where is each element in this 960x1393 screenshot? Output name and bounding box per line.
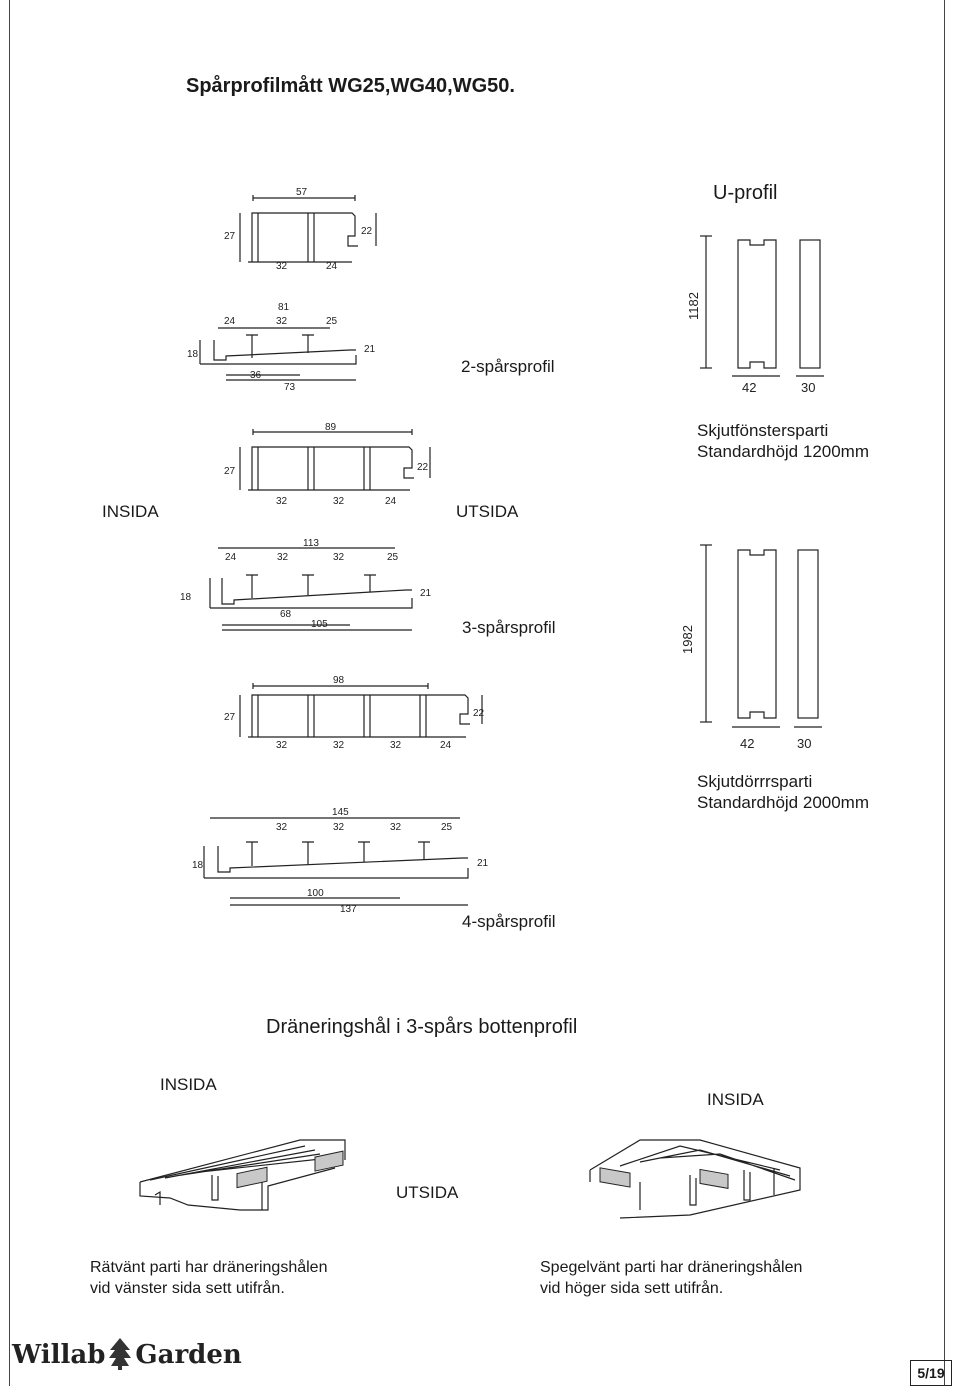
dim-label: 68	[280, 609, 292, 620]
page-frame	[9, 0, 945, 1386]
door-height-label: 1982	[680, 625, 695, 654]
drain-hole-right-2	[699, 1168, 729, 1189]
drain-hole-left-1	[236, 1166, 268, 1189]
two-track-bottom-profile	[199, 327, 357, 381]
uprofile-window-drawing	[700, 235, 824, 377]
dim-label: 22	[361, 226, 373, 237]
left-note-line-2: vid vänster sida sett utifrån.	[90, 1280, 285, 1297]
left-note-line-1: Rätvänt parti har dräneringshålen	[90, 1259, 328, 1276]
dim-label: 32	[390, 822, 402, 833]
dim-label: 24	[326, 261, 338, 272]
tree-icon	[109, 1338, 132, 1370]
dim-label: 27	[224, 231, 236, 242]
dim-label: 100	[307, 888, 324, 899]
four-track-top-profile	[239, 683, 483, 738]
window-width-1: 42	[742, 380, 756, 395]
four-track-bottom-profile	[203, 817, 469, 906]
dim-label: 32	[276, 496, 288, 507]
drainage-utsida: UTSIDA	[396, 1183, 459, 1202]
drain-hole-left-2	[314, 1150, 344, 1172]
dim-label: 32	[277, 552, 289, 563]
utsida-label: UTSIDA	[456, 502, 519, 521]
drainage-left-insida: INSIDA	[160, 1075, 217, 1094]
dim-label: 18	[187, 349, 199, 360]
dim-label: 89	[325, 422, 337, 433]
dim-label: 22	[417, 462, 429, 473]
dim-label: 27	[224, 466, 236, 477]
dim-label: 25	[441, 822, 453, 833]
dim-label: 57	[296, 187, 308, 198]
two-track-label: 2-spårsprofil	[461, 357, 555, 376]
dim-label: 32	[276, 822, 288, 833]
dim-label: 32	[333, 552, 345, 563]
drainage-right-drawing	[589, 1139, 801, 1219]
dim-label: 24	[225, 552, 237, 563]
dim-label: 32	[333, 740, 345, 751]
dim-label: 73	[284, 382, 296, 393]
dim-label: 25	[326, 316, 338, 327]
window-caption-2: Standardhöjd 1200mm	[697, 442, 870, 461]
dim-label: 21	[364, 344, 376, 355]
right-note-line-2: vid höger sida sett utifrån.	[540, 1280, 724, 1297]
dim-label: 32	[276, 740, 288, 751]
page-title: Spårprofilmått WG25,WG40,WG50.	[186, 75, 515, 97]
dim-label: 32	[276, 316, 288, 327]
dim-label: 18	[180, 592, 192, 603]
page-number: 5/19	[910, 1360, 952, 1386]
right-note-line-1: Spegelvänt parti har dräneringshålen	[540, 1259, 803, 1276]
dim-label: 27	[224, 712, 236, 723]
uprofile-door-drawing	[700, 544, 822, 728]
dim-label: 24	[440, 740, 452, 751]
dim-label: 32	[276, 261, 288, 272]
window-height-label: 1182	[686, 292, 701, 320]
door-caption-1: Skjutdörrrsparti	[697, 772, 813, 791]
dim-label: 25	[387, 552, 399, 563]
dim-label: 21	[420, 588, 432, 599]
company-logo: Willab Garden	[12, 1330, 242, 1370]
dim-label: 105	[311, 619, 328, 630]
door-width-2: 30	[797, 736, 811, 751]
dim-label: 32	[333, 496, 345, 507]
door-caption-2: Standardhöjd 2000mm	[697, 793, 870, 812]
dim-label: 81	[278, 302, 290, 313]
dim-label: 98	[333, 675, 345, 686]
dim-label: 18	[192, 860, 204, 871]
window-width-2: 30	[801, 380, 815, 395]
three-track-top-profile	[239, 429, 431, 491]
three-track-bottom-profile	[209, 547, 413, 631]
insida-label: INSIDA	[102, 502, 159, 521]
logo-text-right: Garden	[135, 1340, 242, 1370]
dim-label: 21	[477, 858, 489, 869]
dim-label: 32	[390, 740, 402, 751]
dim-label: 36	[250, 370, 262, 381]
drain-hole-right-1	[599, 1167, 631, 1188]
door-width-1: 42	[740, 736, 754, 751]
dim-label: 145	[332, 807, 349, 818]
dim-label: 22	[473, 708, 485, 719]
two-track-top-profile	[239, 195, 377, 263]
uprofil-title: U-profil	[713, 182, 778, 204]
dim-label: 113	[303, 538, 319, 549]
dim-label: 24	[385, 496, 397, 507]
dim-label: 32	[333, 822, 345, 833]
drainage-right-insida: INSIDA	[707, 1090, 764, 1109]
four-track-label: 4-spårsprofil	[462, 912, 556, 931]
dim-label: 24	[224, 316, 236, 327]
logo-text-left: Willab	[12, 1340, 106, 1370]
drainage-title: Dräneringshål i 3-spårs bottenprofil	[266, 1016, 578, 1038]
three-track-label: 3-spårsprofil	[462, 618, 556, 637]
dim-label: 137	[340, 904, 357, 915]
window-caption-1: Skjutfönstersparti	[697, 421, 829, 440]
